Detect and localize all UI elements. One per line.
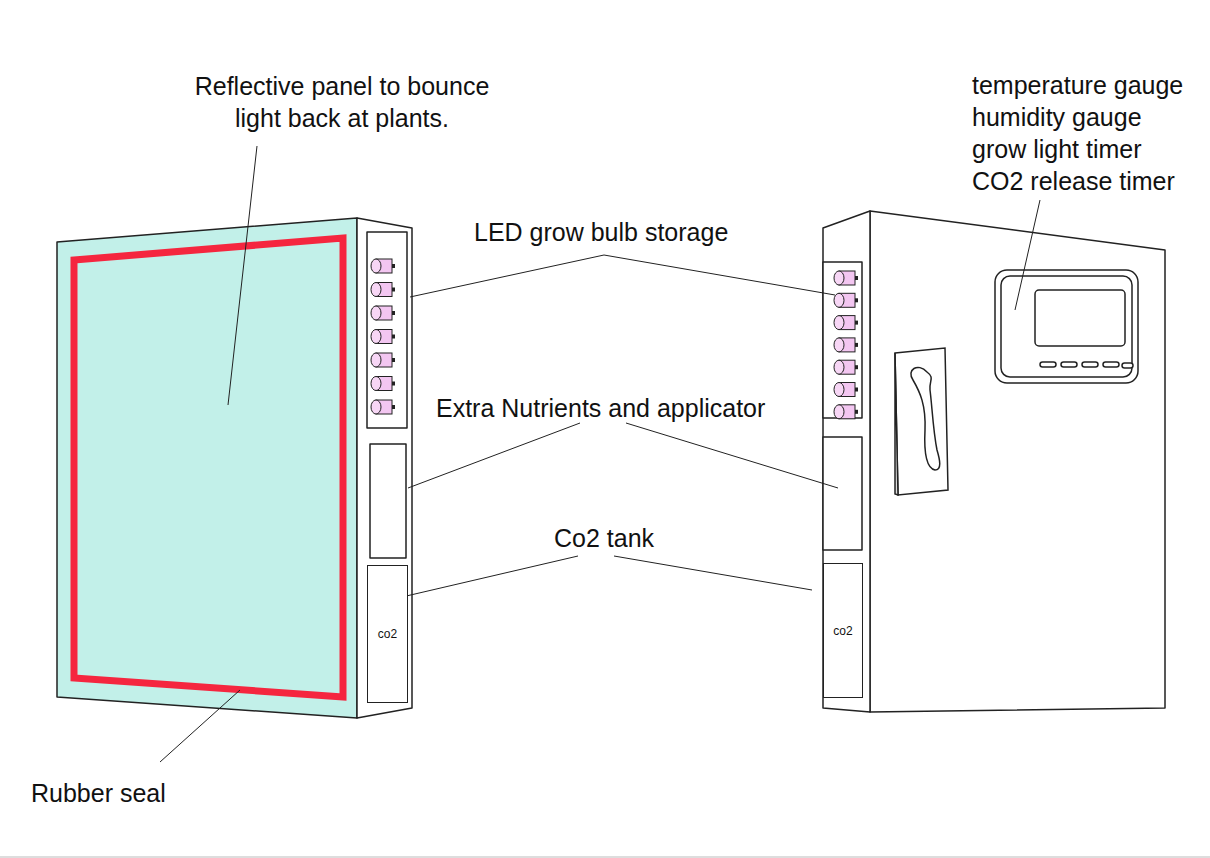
illustration-part [823, 211, 870, 712]
illustration-part [1015, 200, 1040, 310]
control-panel [995, 270, 1138, 383]
illustration-part [408, 423, 580, 488]
illustration-part [57, 218, 357, 718]
illustration-part [834, 316, 844, 330]
illustration-part [367, 232, 407, 428]
callout-label: Co2 tank [554, 522, 654, 554]
illustration-part [357, 218, 412, 718]
illustration-part [855, 343, 858, 347]
illustration-part [1040, 362, 1056, 367]
illustration-part [402, 556, 578, 597]
illustration-part [370, 444, 406, 558]
illustration-part [392, 311, 395, 315]
illustration-part [371, 377, 381, 391]
illustration-part [410, 255, 835, 297]
illustration-part [392, 335, 395, 339]
illustration-part [626, 423, 838, 488]
illustration-part [855, 321, 858, 325]
led-bulb [834, 293, 858, 307]
co2-compartment: co2 [367, 565, 408, 703]
illustration-part [1103, 362, 1119, 367]
led-bulb [371, 400, 395, 414]
led-bulb [834, 383, 858, 397]
tank-label: co2 [833, 624, 852, 638]
illustration-part [855, 298, 858, 302]
illustration-part [895, 353, 898, 495]
led-bulb [371, 283, 395, 297]
illustration-part [911, 367, 940, 470]
led-bulb [371, 330, 395, 344]
illustration-part [614, 556, 812, 590]
grow-box [823, 211, 1165, 712]
illustration-part [834, 360, 844, 374]
leader-lines [160, 146, 1040, 762]
illustration-part [371, 259, 381, 273]
illustration-part [834, 338, 844, 352]
led-bulb [371, 353, 395, 367]
illustration-part [855, 276, 858, 280]
illustration-part [392, 382, 395, 386]
illustration-part [834, 271, 844, 285]
door-handle [895, 348, 948, 495]
callout-label: LED grow bulb storage [474, 216, 728, 248]
illustration-part [823, 437, 862, 550]
illustration-part [392, 264, 395, 268]
callout-label: Extra Nutrients and applicator [436, 392, 765, 424]
illustration-part [1082, 362, 1098, 367]
illustration-part [371, 306, 381, 320]
illustration-part [823, 262, 862, 418]
illustration-part [1035, 290, 1125, 346]
illustration-part [371, 330, 381, 344]
illustration-part [160, 690, 240, 762]
illustration-part [392, 405, 395, 409]
illustration-part [834, 293, 844, 307]
rubber-seal [74, 238, 343, 697]
led-bulb [371, 377, 395, 391]
led-bulb [834, 405, 858, 419]
callout-label: Rubber seal [31, 777, 166, 809]
illustration-part [855, 388, 858, 392]
callout-label: Reflective panel to bounce light back at… [182, 70, 502, 134]
illustration-part [855, 410, 858, 414]
illustration-part [1061, 362, 1077, 367]
illustration-part [870, 211, 1165, 712]
illustration-part [371, 283, 381, 297]
led-bulb [834, 338, 858, 352]
led-bulb [371, 259, 395, 273]
illustration-part [995, 270, 1138, 383]
illustration-part [392, 288, 395, 292]
led-bulb [834, 271, 858, 285]
led-bulb [371, 306, 395, 320]
illustration-part [371, 400, 381, 414]
illustration-part [228, 146, 257, 405]
illustration-part [834, 405, 844, 419]
door-panel [57, 218, 412, 718]
illustration-part [1122, 363, 1133, 368]
co2-compartment: co2 [823, 563, 863, 698]
illustration-part [392, 358, 395, 362]
tank-label: co2 [378, 627, 397, 641]
callout-label: temperature gauge humidity gauge grow li… [972, 69, 1192, 197]
illustration-part [855, 365, 858, 369]
illustration-part [371, 353, 381, 367]
illustration-part [895, 348, 948, 495]
illustration-part [0, 857, 1210, 858]
illustration-part [834, 383, 844, 397]
illustration-part [1001, 276, 1132, 377]
led-bulb [834, 360, 858, 374]
led-bulb [834, 316, 858, 330]
